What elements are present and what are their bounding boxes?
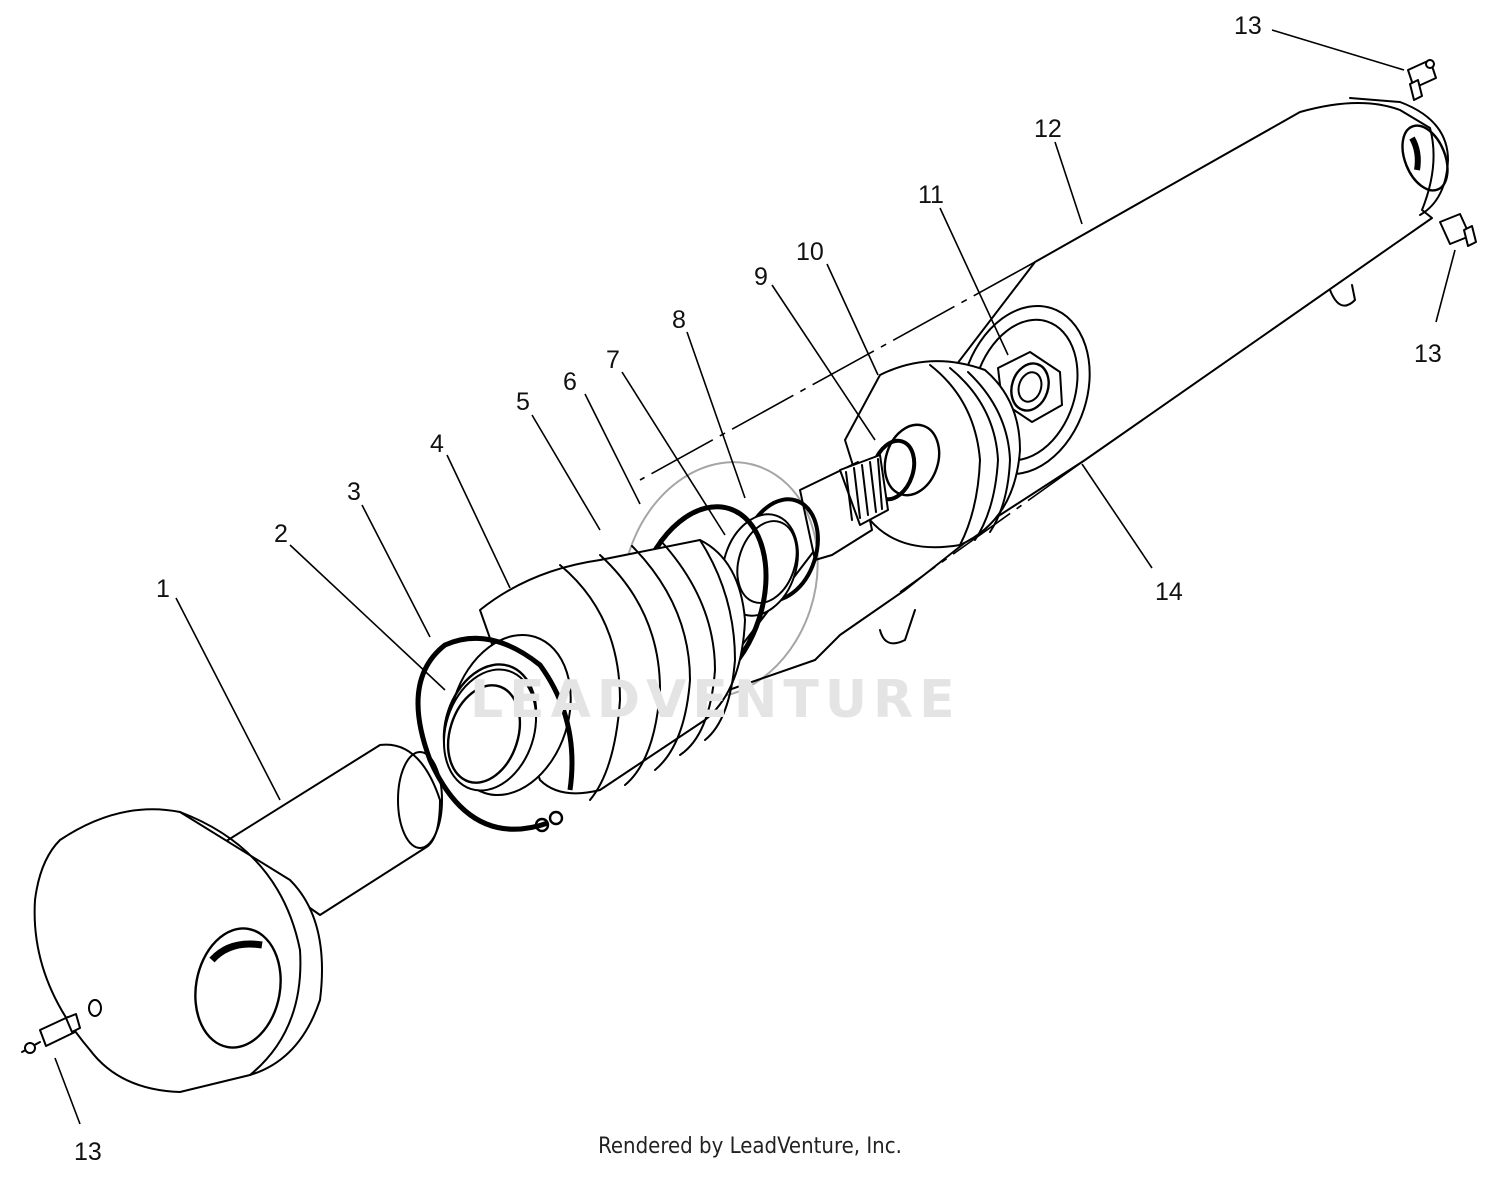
callout-9: 9: [754, 263, 768, 291]
part-13-grease-fitting-left: [21, 1013, 81, 1054]
part-1-rod-end: [33, 743, 443, 1093]
callout-11: 11: [918, 181, 944, 209]
callout-7: 7: [606, 346, 620, 374]
callout-12: 12: [1034, 115, 1062, 143]
callout-10: 10: [796, 238, 824, 266]
callout-2: 2: [274, 520, 288, 548]
callout-13-right: 13: [1414, 340, 1442, 368]
leader-lines: [54, 29, 1456, 1125]
callout-8: 8: [672, 306, 686, 334]
part-3-retaining-ring: [415, 635, 575, 833]
callout-5: 5: [516, 388, 530, 416]
callout-labels: 1 2 3 4 5 6 7 8 9 10 11 12 13 13 13 14: [74, 12, 1442, 1166]
callout-6: 6: [563, 368, 577, 396]
callout-3: 3: [347, 478, 361, 506]
callout-1: 1: [156, 575, 170, 603]
part-13-grease-fitting-right: [1439, 213, 1477, 247]
callout-4: 4: [430, 430, 444, 458]
part-4-gland: [442, 539, 746, 801]
callout-13-left: 13: [74, 1138, 102, 1166]
callout-14: 14: [1155, 578, 1183, 606]
part-2-rod-seal: [442, 668, 538, 792]
footer-credit: Rendered by LeadVenture, Inc.: [598, 1134, 902, 1159]
part-13-grease-fitting-top: [1407, 59, 1437, 101]
callout-13-top: 13: [1234, 12, 1262, 40]
part-11-nut: [997, 351, 1063, 423]
